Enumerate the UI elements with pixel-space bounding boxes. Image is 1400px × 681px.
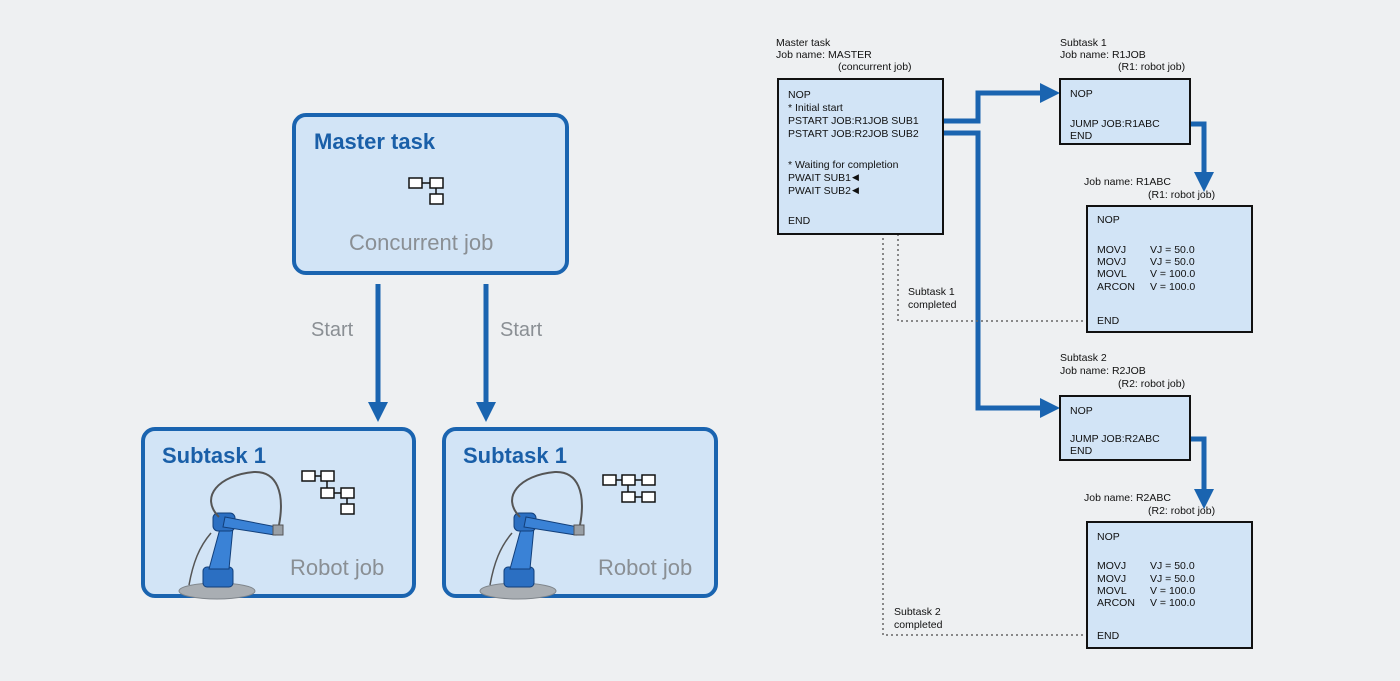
r2abc-code-line: NOP [1097, 531, 1120, 543]
robot-arm-image [178, 470, 284, 600]
sub1-caption-2: Job name: R1JOB [1060, 49, 1146, 61]
start-label-2: Start [500, 319, 543, 341]
pwait-arrow-icon: ◀ [852, 185, 859, 195]
sub1-code-line: END [1070, 130, 1093, 142]
master-caption-1: Master task [776, 37, 831, 49]
sub2-code-box [1059, 395, 1191, 461]
r1abc-code-line: NOP [1097, 214, 1120, 226]
r2abc-code-value: V = 100.0 [1150, 585, 1196, 597]
r2abc-caption-1: Job name: R2ABC [1084, 492, 1171, 504]
completed2-label-2: completed [894, 619, 943, 631]
r1abc-code-line: ARCON [1097, 281, 1135, 293]
master-code-box [777, 78, 944, 235]
master-caption-2: Job name: MASTER [776, 49, 872, 61]
completed1-label-1: Subtask 1 [908, 286, 955, 298]
r2abc-code-value: VJ = 50.0 [1150, 573, 1195, 585]
r1abc-code-value: VJ = 50.0 [1150, 244, 1195, 256]
subtask-title-2: Subtask 1 [463, 443, 567, 468]
sub1-caption-1: Subtask 1 [1060, 37, 1107, 49]
subtask-subtitle-1: Robot job [290, 555, 385, 580]
r2abc-code-value: V = 100.0 [1150, 597, 1196, 609]
r1abc-code-line: END [1097, 315, 1120, 327]
subtask-subtitle-2: Robot job [598, 555, 693, 580]
r2abc-caption-2: (R2: robot job) [1148, 505, 1216, 517]
sub2-code-line: JUMP JOB:R2ABC [1070, 433, 1160, 445]
r1abc-code-line: MOVL [1097, 268, 1127, 280]
completed1-label-2: completed [908, 299, 957, 311]
master-code-line: PWAIT SUB2 [788, 185, 852, 197]
master-code-line: * Waiting for completion [788, 159, 899, 171]
master-code-line: END [788, 215, 811, 227]
master-code-line: * Initial start [788, 102, 843, 114]
r2abc-code-line: END [1097, 630, 1120, 642]
subtask-title-1: Subtask 1 [162, 443, 266, 468]
sub2-caption-3: (R2: robot job) [1118, 378, 1186, 390]
r1abc-code-box [1086, 205, 1253, 333]
master-code-line: PSTART JOB:R2JOB SUB2 [788, 128, 919, 140]
sub1-code-line: JUMP JOB:R1ABC [1070, 118, 1160, 130]
r2abc-code-box [1086, 521, 1253, 649]
sub2-caption-1: Subtask 2 [1060, 352, 1107, 364]
subtask-box-1: Subtask 1 Robot job [141, 427, 416, 600]
r1abc-caption-1: Job name: R1ABC [1084, 176, 1171, 188]
sub2-code-line: NOP [1070, 405, 1093, 417]
master-code-line: PSTART JOB:R1JOB SUB1 [788, 115, 919, 127]
sub2-code-line: END [1070, 445, 1093, 457]
r1abc-code-line: MOVJ [1097, 256, 1127, 268]
r2abc-code-line: MOVJ [1097, 560, 1127, 572]
master-caption-3: (concurrent job) [838, 61, 912, 73]
start-label-1: Start [311, 319, 354, 341]
r2abc-code-line: ARCON [1097, 597, 1135, 609]
r1abc-code-value: V = 100.0 [1150, 281, 1196, 293]
master-task-box: Master task Concurrent job [292, 113, 569, 275]
completion-line-1 [884, 174, 1093, 322]
sub2-caption-2: Job name: R2JOB [1060, 365, 1146, 377]
r1abc-code-line: MOVJ [1097, 244, 1127, 256]
r2abc-code-line: MOVL [1097, 585, 1127, 597]
master-code-line: PWAIT SUB1 [788, 172, 852, 184]
r1abc-code-value: VJ = 50.0 [1150, 256, 1195, 268]
master-task-subtitle: Concurrent job [349, 230, 494, 255]
flowchart-icon [301, 470, 355, 515]
r1abc-code-value: V = 100.0 [1150, 268, 1196, 280]
pstart-arrow-2 [941, 130, 1060, 418]
r2abc-code-value: VJ = 50.0 [1150, 560, 1195, 572]
r2abc-code-line: MOVJ [1097, 573, 1127, 585]
flowchart-icon [408, 177, 444, 205]
pstart-arrow-1 [941, 83, 1060, 124]
master-task-title: Master task [314, 129, 436, 154]
completed2-label-1: Subtask 2 [894, 606, 941, 618]
robot-arm-image [479, 470, 585, 600]
master-code-line: NOP [788, 89, 811, 101]
sub1-code-box [1059, 78, 1191, 145]
sub1-caption-3: (R1: robot job) [1118, 61, 1186, 73]
sub1-code-line: NOP [1070, 88, 1093, 100]
flowchart-icon [602, 474, 656, 503]
pwait-arrow-icon: ◀ [852, 172, 859, 182]
r1abc-caption-2: (R1: robot job) [1148, 189, 1216, 201]
subtask-box-2: Subtask 1 Robot job [442, 427, 718, 600]
